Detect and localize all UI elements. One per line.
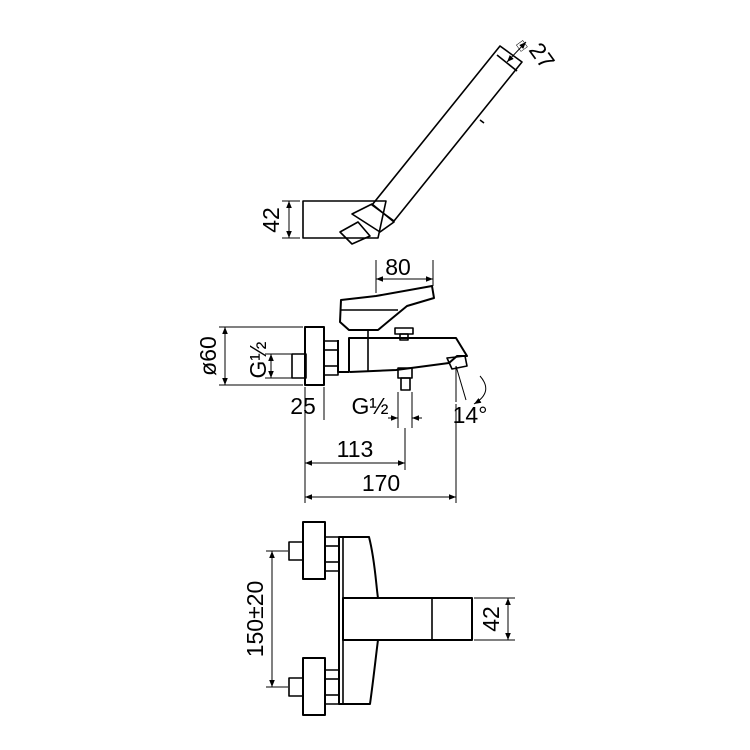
front-height-label: 42 (478, 606, 504, 632)
upper-escutcheon (302, 521, 326, 580)
front-body (338, 536, 379, 705)
connection-nut (323, 340, 339, 376)
inlet-spacing-label: 150±20 (242, 581, 268, 658)
escutcheon-diameter-label: ø60 (195, 336, 221, 376)
mixer-side-view: 80 ø60 G½ 25 G½ 14° 113 170 (195, 254, 487, 503)
wall-holder (302, 200, 387, 239)
holder-height-label: 42 (258, 207, 284, 233)
inlet-thread-label: G½ (245, 341, 271, 378)
outlet-thread-label: G½ (351, 393, 388, 419)
hand-shower-handle (371, 45, 523, 222)
outlet-distance-label: 113 (337, 436, 374, 462)
lower-escutcheon (302, 657, 326, 716)
upper-inlet-pipe (288, 541, 304, 561)
body-width-label: 80 (385, 254, 411, 280)
overall-projection-label: 170 (362, 470, 400, 496)
mixer-front-view: 150±20 42 (242, 521, 515, 716)
diverter-knob (394, 327, 414, 335)
escutcheon (304, 326, 325, 386)
lower-nut (324, 669, 340, 705)
spout-angle-label: 14° (453, 402, 488, 428)
mixer-body (337, 337, 468, 373)
inlet-offset-label: 25 (290, 393, 316, 419)
spout-outlet (446, 355, 468, 370)
inlet-pipe (291, 353, 307, 379)
lower-inlet-pipe (288, 677, 304, 697)
hand-shower-view: 42 □ 27 (258, 37, 560, 245)
upper-nut (324, 536, 340, 572)
spout-front (343, 597, 473, 641)
lever-handle (339, 285, 435, 331)
